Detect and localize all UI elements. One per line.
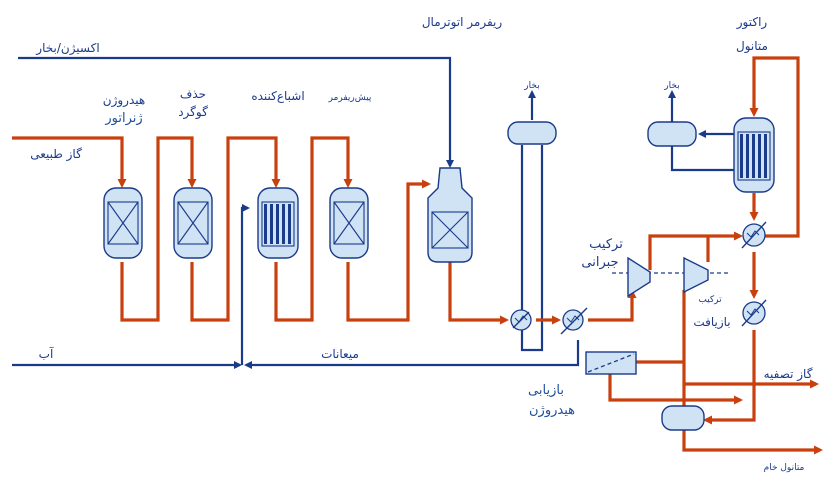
crude-methanol-line — [682, 430, 823, 455]
label-purge-gas: گاز تصفیه — [764, 367, 813, 382]
prereformer-vessel — [329, 187, 369, 259]
label-water: آب — [39, 346, 54, 361]
hydrogen-generator-vessel — [103, 187, 143, 259]
gas-line-3 — [190, 136, 281, 322]
compressor-to-hx — [648, 231, 743, 270]
label-steam-right: بخار — [663, 81, 679, 91]
heat-exchanger-2 — [560, 307, 588, 335]
label-hydrogen-generator-2: ژنراتور — [104, 111, 142, 126]
label-natural-gas: گاز طبیعی — [30, 147, 82, 162]
label-methanol-reactor-1: راکتور — [736, 15, 768, 30]
oxygen-steam-line — [18, 56, 454, 168]
hydrogen-recovery-unit — [585, 351, 637, 375]
hx2-to-compressor — [588, 289, 637, 322]
label-sulfur-removal-2: گوگرد — [178, 105, 208, 120]
to-separator — [703, 330, 756, 425]
label-recovery: بازیافت — [693, 315, 730, 330]
steam-drum-top — [507, 121, 557, 145]
gas-line-4 — [274, 136, 353, 322]
recycle-compressor — [683, 256, 709, 294]
steam-drum-loop — [520, 145, 544, 352]
label-autothermal-reformer: ریفرمر اتوترمال — [422, 15, 503, 30]
steam-drum-right — [647, 121, 697, 147]
feed-to-reactor — [749, 56, 800, 238]
condensate-line — [244, 340, 580, 369]
label-crude-methanol: متانول خام — [764, 463, 805, 473]
label-condensate: میعانات — [321, 347, 359, 361]
condensate-to-saturator — [240, 204, 250, 365]
saturator-vessel — [257, 187, 299, 259]
heat-exchanger-1 — [510, 309, 532, 331]
sulfur-removal-vessel — [173, 187, 213, 259]
label-sulfur-removal-1: حذف — [180, 87, 206, 101]
label-makeup-compressor-2: جبرانی — [581, 255, 618, 270]
label-recycle-compressor: ترکیب — [698, 295, 722, 305]
gas-line-2 — [120, 136, 197, 322]
reformer-outlet — [448, 262, 509, 325]
label-hydrogen-recovery-2: هیدروژن — [529, 403, 575, 418]
label-steam-top: بخار — [523, 81, 539, 91]
label-hydrogen-recovery-1: بازیابی — [528, 383, 564, 398]
drum-to-reactor — [670, 146, 734, 172]
label-saturator: اشباع‌کننده — [251, 89, 304, 103]
methanol-reactor-vessel — [733, 117, 775, 193]
h2-recovery-out — [608, 372, 743, 405]
label-oxygen-steam: اکسیژن/بخار — [35, 41, 99, 56]
autothermal-reformer-vessel — [427, 167, 473, 263]
label-methanol-reactor-2: متانول — [736, 39, 768, 54]
label-makeup-compressor-1: ترکیب — [589, 237, 623, 252]
label-hydrogen-generator-1: هیدروژن — [103, 93, 145, 108]
heat-exchanger-3 — [741, 221, 767, 249]
gas-line-5 — [346, 179, 431, 322]
heat-exchanger-4 — [741, 299, 767, 327]
makeup-compressor — [627, 256, 651, 298]
natural-gas-line — [12, 136, 127, 188]
label-prereformer: پیش‌ریفرمر — [328, 93, 372, 103]
separator-vessel — [661, 405, 705, 431]
